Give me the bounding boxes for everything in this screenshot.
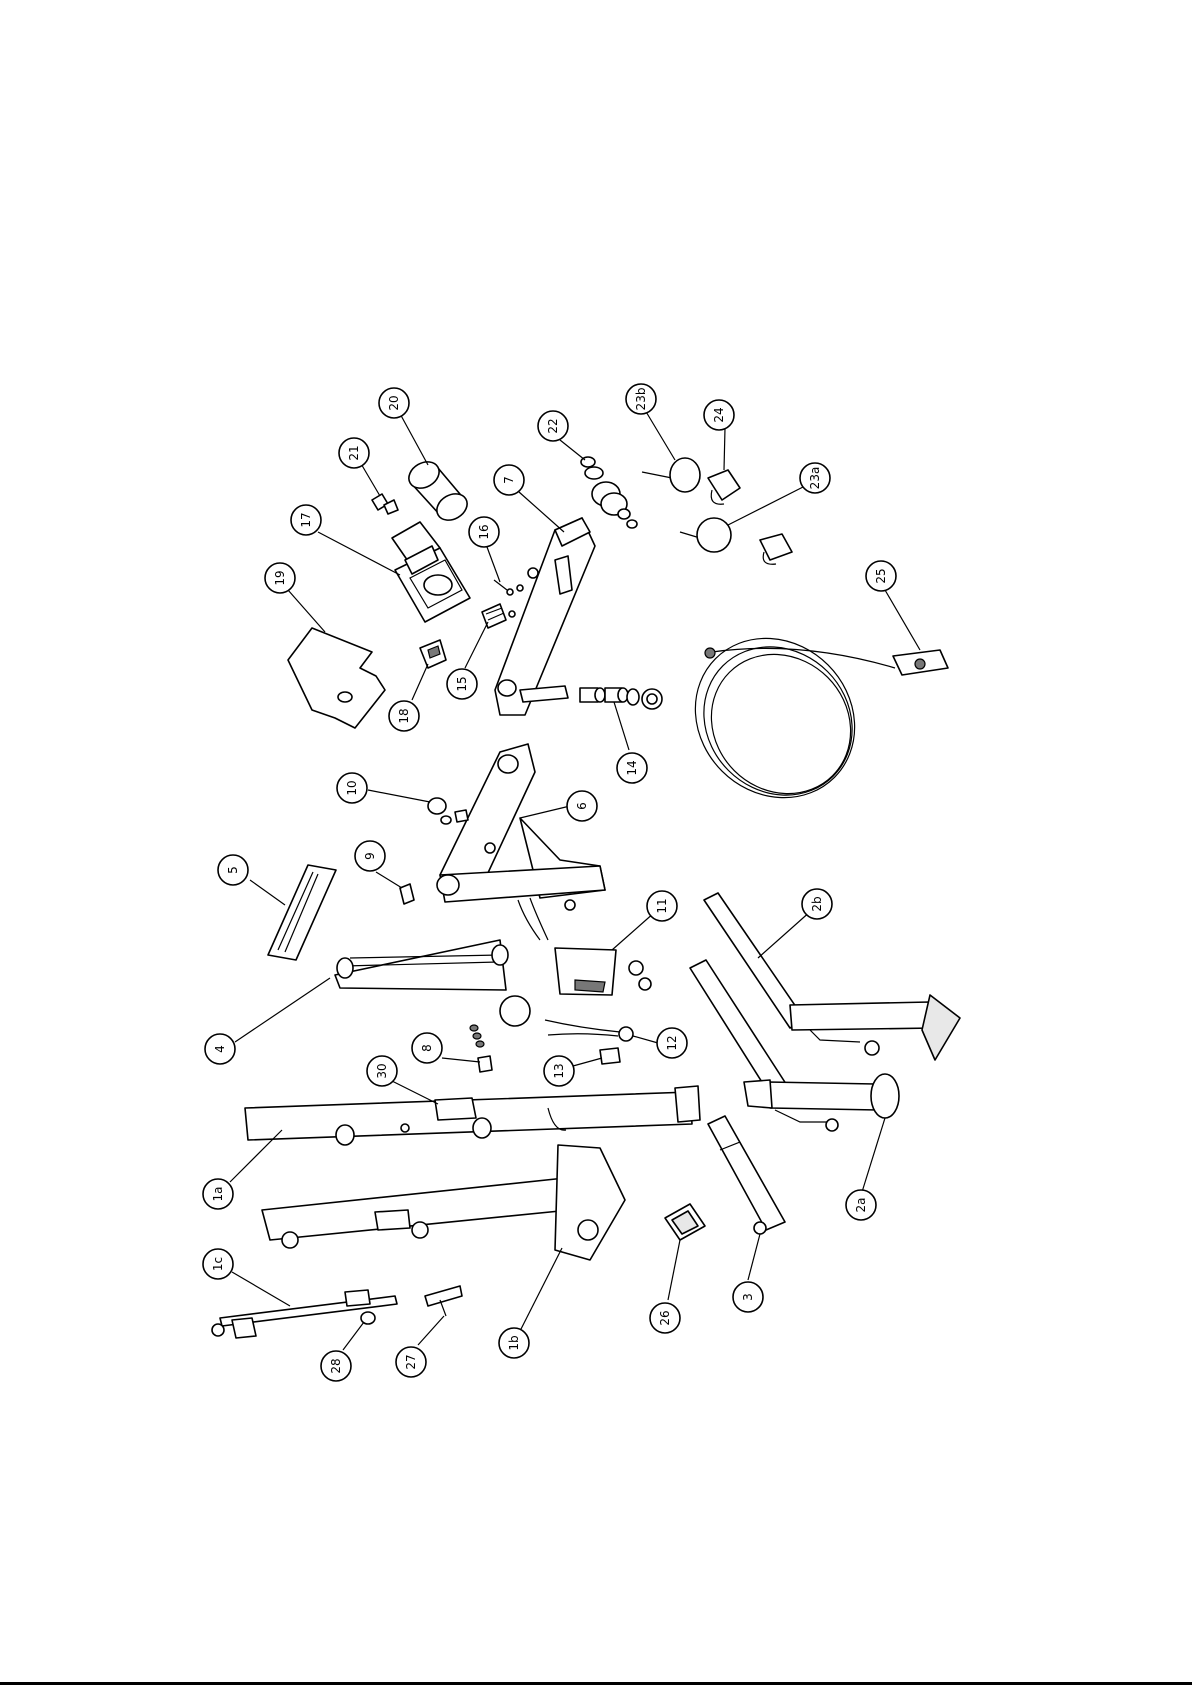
part-22-pulley xyxy=(581,457,637,528)
part-16-bolt xyxy=(494,580,523,595)
callout-5: 5 xyxy=(218,855,248,885)
callout-19: 19 xyxy=(265,563,295,593)
part-5-rack-plate xyxy=(268,865,336,960)
callout-27: 27 xyxy=(396,1347,426,1377)
part-26-pad xyxy=(665,1204,705,1240)
callout-label-14: 14 xyxy=(625,760,639,775)
callout-label-22: 22 xyxy=(546,418,560,433)
callout-1c: 1c xyxy=(203,1249,233,1279)
callout-23b: 23b xyxy=(626,384,656,414)
callout-2a: 2a xyxy=(846,1190,876,1220)
callout-label-16: 16 xyxy=(477,524,491,539)
callout-25: 25 xyxy=(866,561,896,591)
part-10-nut xyxy=(428,798,451,824)
callout-23a: 23a xyxy=(800,463,830,493)
callout-15: 15 xyxy=(447,669,477,699)
callout-label-4: 4 xyxy=(213,1045,227,1053)
callout-1b: 1b xyxy=(499,1328,529,1358)
callout-1a: 1a xyxy=(203,1179,233,1209)
part-3-pin-tube xyxy=(708,1116,785,1234)
part-1a-main-beam xyxy=(245,1086,700,1145)
callout-label-11: 11 xyxy=(655,898,669,913)
part-23a-ball-hook xyxy=(680,518,792,564)
callout-24: 24 xyxy=(704,400,734,430)
callout-label-26: 26 xyxy=(658,1310,672,1325)
callout-28: 28 xyxy=(321,1351,351,1381)
callout-label-6: 6 xyxy=(575,802,589,810)
empty-marker xyxy=(500,996,530,1026)
callout-label-9: 9 xyxy=(363,852,377,860)
callout-11: 11 xyxy=(647,891,677,921)
part-8-pin xyxy=(470,1025,492,1072)
callout-label-1c: 1c xyxy=(211,1257,225,1271)
callout-label-17: 17 xyxy=(299,512,313,527)
part-17-winch xyxy=(392,522,470,622)
part-28-nut xyxy=(361,1312,375,1324)
callout-12: 12 xyxy=(657,1028,687,1058)
part-13-block xyxy=(600,1048,620,1064)
callout-18: 18 xyxy=(389,701,419,731)
callout-7: 7 xyxy=(494,465,524,495)
callout-20: 20 xyxy=(379,388,409,418)
callout-9: 9 xyxy=(355,841,385,871)
part-27-bracket xyxy=(425,1286,462,1316)
part-4-bracket xyxy=(335,940,508,990)
callout-label-21: 21 xyxy=(347,445,361,460)
callout-label-24: 24 xyxy=(712,407,726,422)
callout-label-12: 12 xyxy=(665,1035,679,1050)
callout-10: 10 xyxy=(337,773,367,803)
callout-label-15: 15 xyxy=(455,676,469,691)
part-9-clip xyxy=(400,884,414,904)
part-21-wing-nut xyxy=(372,494,398,514)
part-25-cable-coil xyxy=(663,606,948,831)
callout-label-30: 30 xyxy=(375,1063,389,1078)
part-19-cover-plate xyxy=(288,628,385,728)
callout-label-19: 19 xyxy=(273,570,287,585)
callout-label-28: 28 xyxy=(329,1358,343,1373)
callout-label-25: 25 xyxy=(874,568,888,583)
callout-4: 4 xyxy=(205,1034,235,1064)
callout-26: 26 xyxy=(650,1303,680,1333)
part-6-lower-arm xyxy=(437,744,605,910)
part-18-latch xyxy=(420,640,446,668)
part-23b-weight xyxy=(642,458,700,492)
callout-label-18: 18 xyxy=(397,708,411,723)
callout-label-5: 5 xyxy=(226,866,240,874)
part-14-bushings xyxy=(580,688,662,709)
callout-21: 21 xyxy=(339,438,369,468)
callout-label-23a: 23a xyxy=(808,467,822,490)
callout-16: 16 xyxy=(469,517,499,547)
callout-8: 8 xyxy=(412,1033,442,1063)
part-11-control-box xyxy=(518,898,651,995)
callout-14: 14 xyxy=(617,753,647,783)
callout-label-7: 7 xyxy=(502,476,516,484)
callout-17: 17 xyxy=(291,505,321,535)
callout-label-1a: 1a xyxy=(211,1187,225,1202)
callout-label-2a: 2a xyxy=(854,1198,868,1213)
callout-3: 3 xyxy=(733,1282,763,1312)
callout-label-27: 27 xyxy=(404,1354,418,1369)
part-12-cable-plug xyxy=(545,1020,633,1041)
callout-6: 6 xyxy=(567,791,597,821)
callout-13: 13 xyxy=(544,1056,574,1086)
part-24-hook xyxy=(708,470,740,504)
callout-2b: 2b xyxy=(802,889,832,919)
part-1b-base-beam xyxy=(262,1145,625,1260)
callout-label-8: 8 xyxy=(420,1044,434,1052)
callout-label-13: 13 xyxy=(552,1063,566,1078)
callout-30: 30 xyxy=(367,1056,397,1086)
callout-label-3: 3 xyxy=(741,1293,755,1301)
part-20-motor xyxy=(404,457,472,526)
callout-label-20: 20 xyxy=(387,395,401,410)
callout-label-1b: 1b xyxy=(507,1335,521,1350)
callout-label-10: 10 xyxy=(345,780,359,795)
callout-22: 22 xyxy=(538,411,568,441)
callout-label-2b: 2b xyxy=(810,896,824,911)
callout-label-23b: 23b xyxy=(634,388,648,411)
